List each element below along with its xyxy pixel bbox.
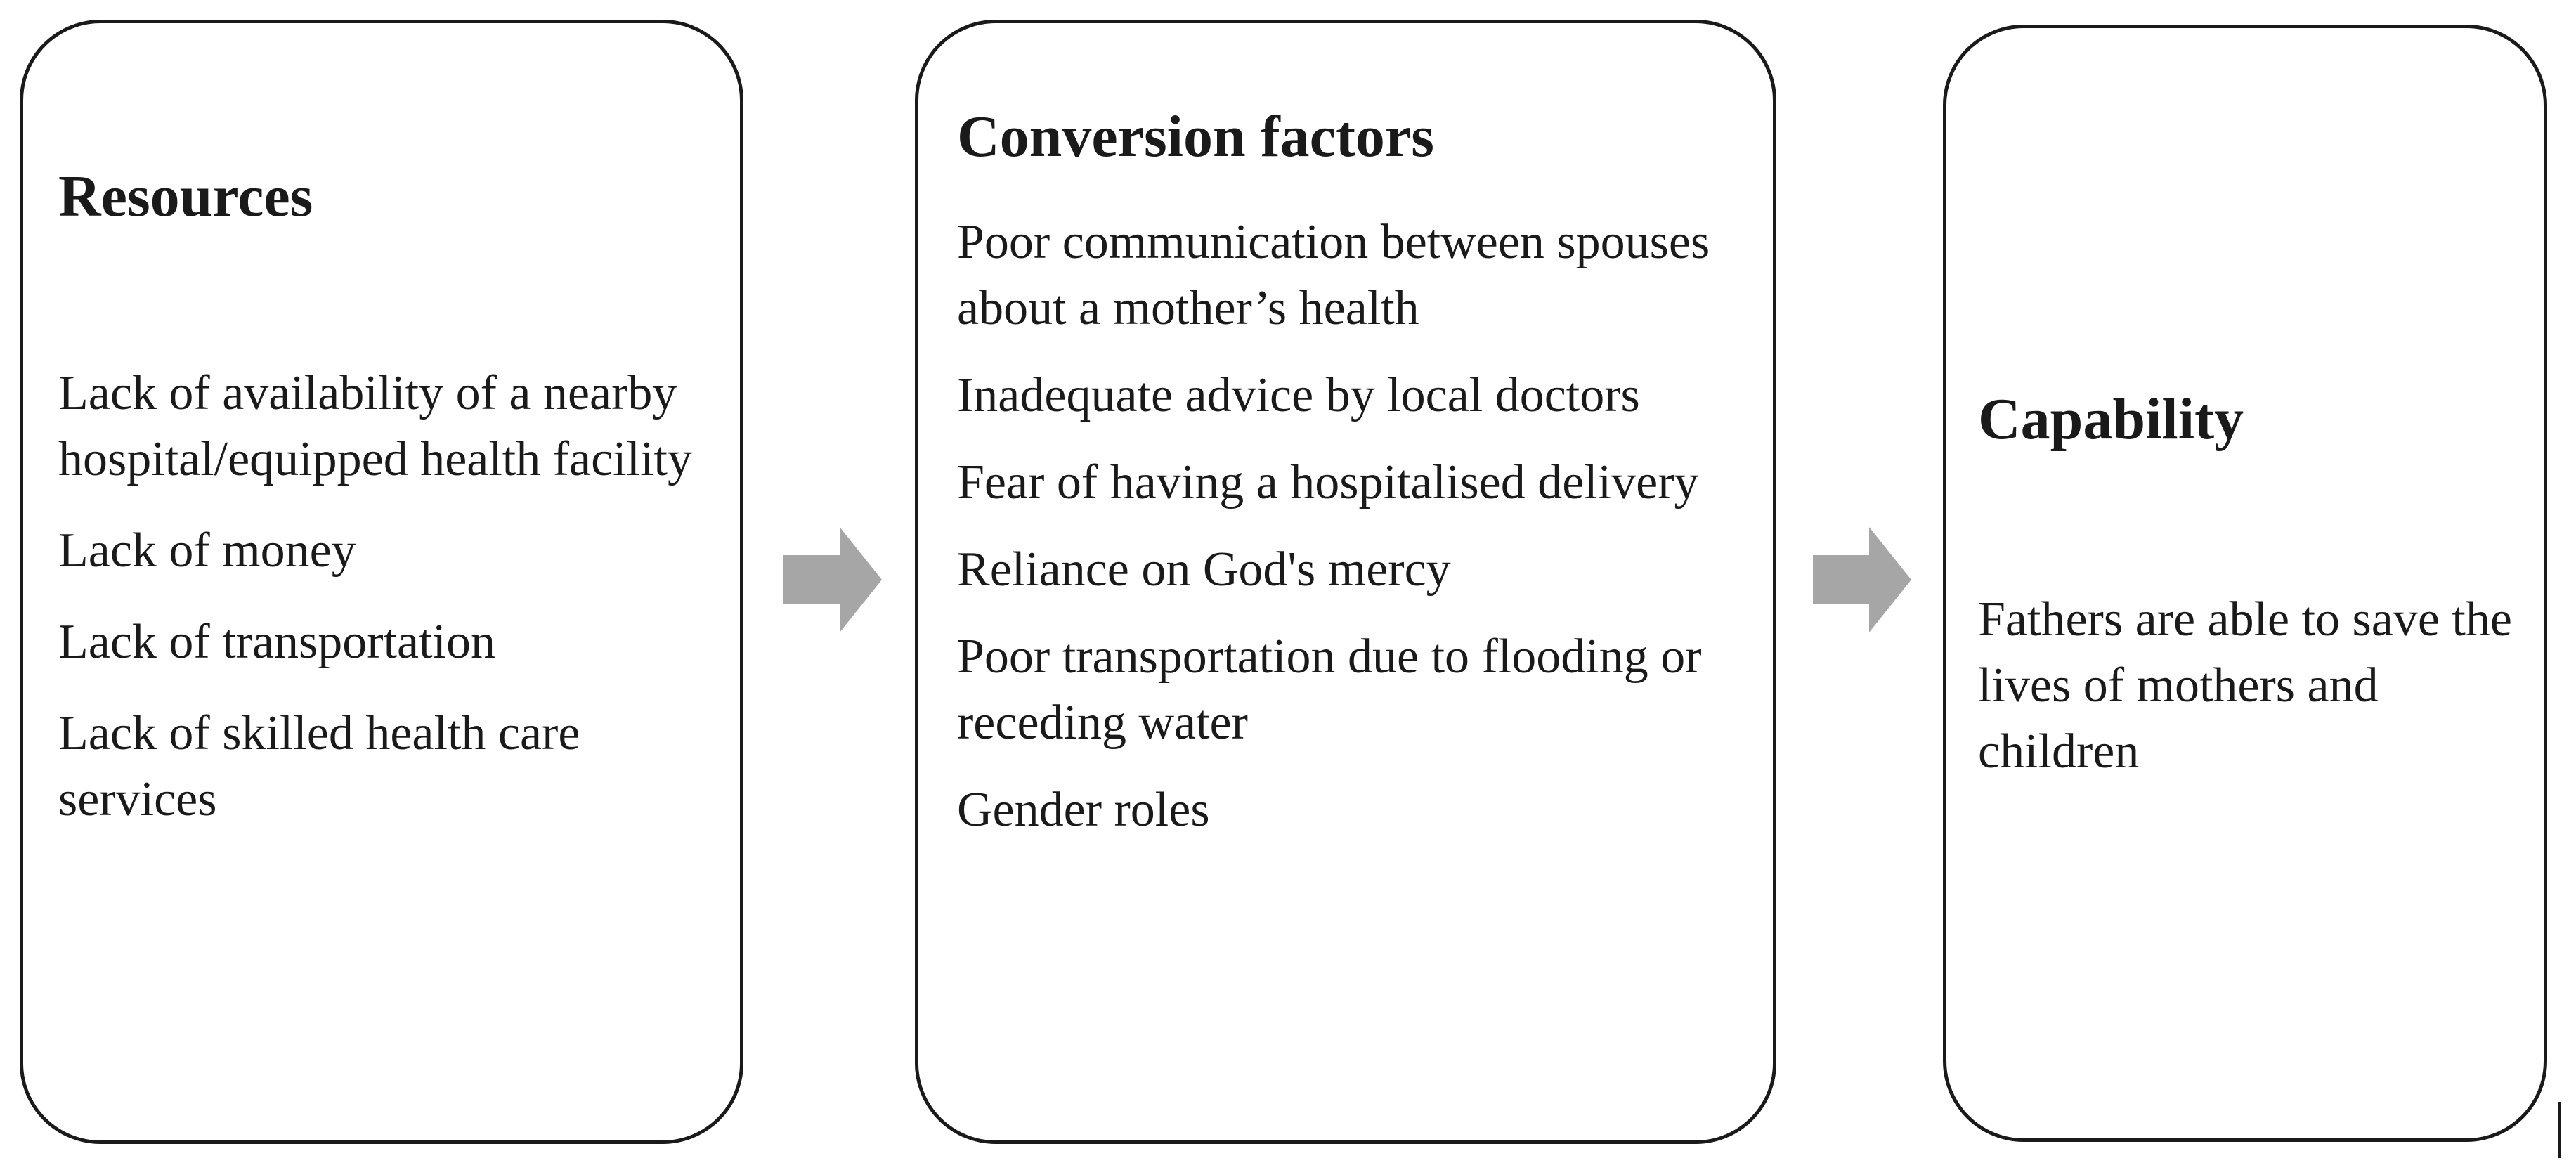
resources-item: Lack of transportation [58, 615, 496, 669]
resources-list: Lack of availability of a nearby hospita… [58, 360, 726, 858]
capability-box: Capability Fathers are able to save the … [1943, 25, 2547, 1142]
conversion-factor-item: Poor communication between spouses about… [957, 215, 1710, 335]
conversion-factors-title: Conversion factors [957, 104, 1434, 169]
conversion-factors-list: Poor communication between spouses about… [957, 209, 1758, 864]
right-arrow-icon [1813, 527, 1911, 632]
resources-item: Lack of money [58, 524, 356, 578]
resources-item: Lack of skilled health care services [58, 706, 580, 826]
resources-title: Resources [58, 164, 313, 229]
conversion-factor-item: Fear of having a hospitalised delivery [957, 455, 1699, 509]
conversion-factor-item: Poor transportation due to flooding or r… [957, 630, 1702, 750]
resources-box: Resources Lack of availability of a near… [20, 20, 743, 1144]
resources-item: Lack of availability of a nearby hospita… [58, 366, 692, 486]
capability-title: Capability [1978, 386, 2244, 452]
conversion-factor-item: Gender roles [957, 783, 1210, 837]
conversion-factor-item: Reliance on God's mercy [957, 542, 1451, 597]
right-arrow-icon [783, 527, 882, 632]
conversion-factor-item: Inadequate advice by local doctors [957, 368, 1640, 422]
edge-mark [2558, 1102, 2561, 1158]
conversion-factors-box: Conversion factors Poor communication be… [915, 20, 1776, 1144]
capability-text: Fathers are able to save the lives of mo… [1978, 592, 2512, 779]
